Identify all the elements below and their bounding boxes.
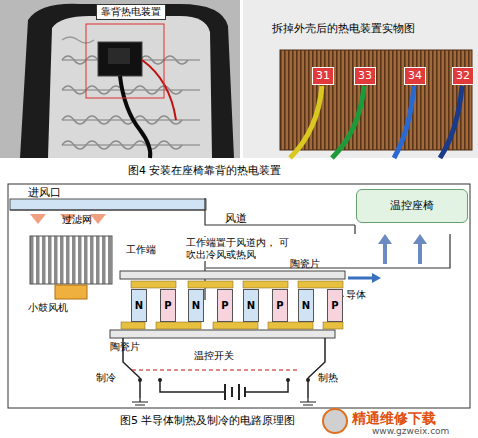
- node-text: N: [302, 300, 310, 312]
- n-element: N: [298, 289, 314, 322]
- node-text: 31: [316, 70, 330, 83]
- node-text: P: [221, 300, 228, 312]
- node-text: N: [192, 300, 200, 312]
- part-label: 工作端置于风道内， 可吹出冷风或热风: [186, 237, 294, 261]
- part-label: 温控开关: [194, 350, 234, 362]
- n-element: N: [243, 289, 259, 322]
- part-label: 风道: [225, 212, 247, 225]
- node-text: N: [135, 300, 143, 312]
- node-text: 33: [358, 70, 372, 83]
- watermark: 精通维修下载: [352, 410, 436, 427]
- p-element: P: [217, 289, 233, 322]
- part-label: 工作端: [126, 244, 156, 256]
- node-text: 靠背热电装置: [101, 6, 161, 18]
- part-label: 小鼓风机: [28, 302, 68, 314]
- callout-box: 靠背热电装置: [96, 4, 166, 20]
- part-label: 进风口: [28, 186, 61, 199]
- node-text: 温控座椅: [390, 200, 434, 213]
- part-label: 导体: [346, 289, 366, 301]
- n-element: N: [131, 289, 147, 322]
- p-element: P: [272, 289, 288, 322]
- wire-number: 33: [354, 67, 376, 85]
- part-label: 拆掉外壳后的热电装置实物图: [272, 22, 415, 35]
- figure-caption: 图5 半导体制热及制冷的电路原理图: [120, 414, 296, 427]
- part-label: 制冷: [96, 372, 116, 384]
- n-element: N: [188, 289, 204, 322]
- node-text: P: [276, 300, 283, 312]
- wire-number: 32: [452, 67, 474, 85]
- watermark: www.gzweix.com: [372, 426, 449, 437]
- wire-number: 34: [404, 67, 426, 85]
- part-label: 陶瓷片: [290, 258, 320, 270]
- seat-box: 温控座椅: [356, 189, 468, 223]
- node-text: 32: [456, 70, 470, 83]
- p-element: P: [160, 289, 176, 322]
- node-text: N: [247, 300, 255, 312]
- part-label: 制热: [318, 372, 338, 384]
- part-label: 过滤网: [62, 214, 92, 226]
- part-label: 图4 安装在座椅靠背的热电装置: [128, 164, 282, 177]
- part-label: 陶瓷片: [110, 341, 140, 353]
- node-text: P: [164, 300, 171, 312]
- node-text: P: [331, 300, 338, 312]
- wire-number: 31: [312, 67, 334, 85]
- node-text: 34: [408, 70, 422, 83]
- p-element: P: [327, 289, 343, 322]
